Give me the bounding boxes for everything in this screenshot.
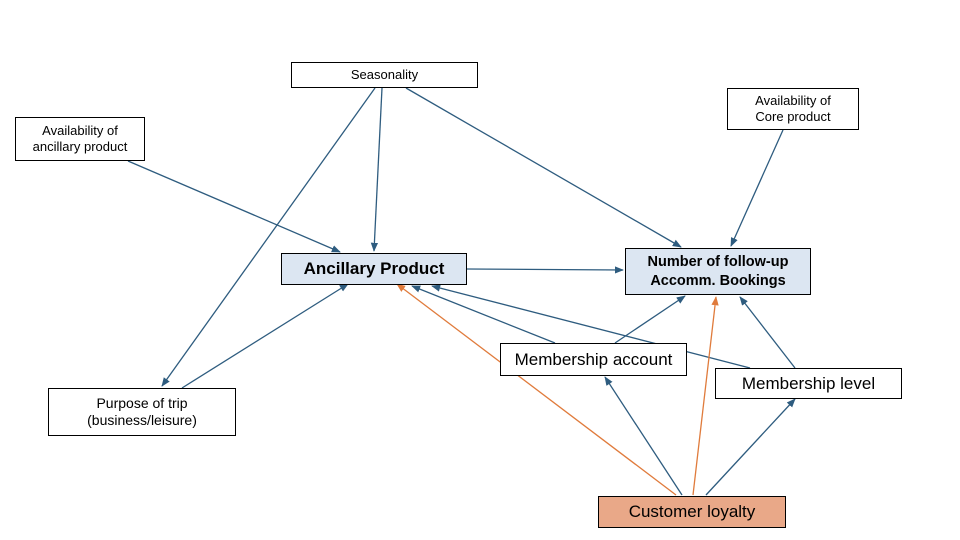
edge-customer-loyalty-to-membership-level bbox=[705, 398, 796, 496]
node-seasonality: Seasonality bbox=[291, 62, 478, 88]
node-ancillary-product: Ancillary Product bbox=[281, 253, 467, 285]
edge-seasonality-to-purpose-of-trip bbox=[161, 87, 376, 387]
node-customer-loyalty: Customer loyalty bbox=[598, 496, 786, 528]
edge-seasonality-to-followup-bookings bbox=[405, 87, 682, 248]
edge-customer-loyalty-to-ancillary-product bbox=[396, 283, 677, 496]
edge-customer-loyalty-to-followup-bookings bbox=[692, 296, 719, 496]
edge-avail-ancillary-to-ancillary-product bbox=[127, 160, 341, 253]
node-purpose-of-trip: Purpose of trip (business/leisure) bbox=[48, 388, 236, 436]
edge-ancillary-product-to-followup-bookings bbox=[466, 266, 624, 274]
node-membership-account: Membership account bbox=[500, 343, 687, 376]
edge-membership-level-to-ancillary-product bbox=[431, 284, 751, 369]
edge-membership-level-to-followup-bookings bbox=[739, 296, 796, 369]
node-availability-ancillary: Availability of ancillary product bbox=[15, 117, 145, 161]
edge-avail-core-to-followup-bookings bbox=[730, 129, 784, 247]
edge-seasonality-to-ancillary-product bbox=[370, 87, 383, 252]
node-membership-level: Membership level bbox=[715, 368, 902, 399]
edge-membership-account-to-followup-bookings bbox=[614, 295, 686, 344]
edge-customer-loyalty-to-membership-account bbox=[604, 376, 683, 496]
edge-purpose-of-trip-to-ancillary-product bbox=[181, 283, 349, 389]
node-availability-core: Availability of Core product bbox=[727, 88, 859, 130]
node-followup-bookings: Number of follow-up Accomm. Bookings bbox=[625, 248, 811, 295]
edge-membership-account-to-ancillary-product bbox=[411, 285, 556, 344]
